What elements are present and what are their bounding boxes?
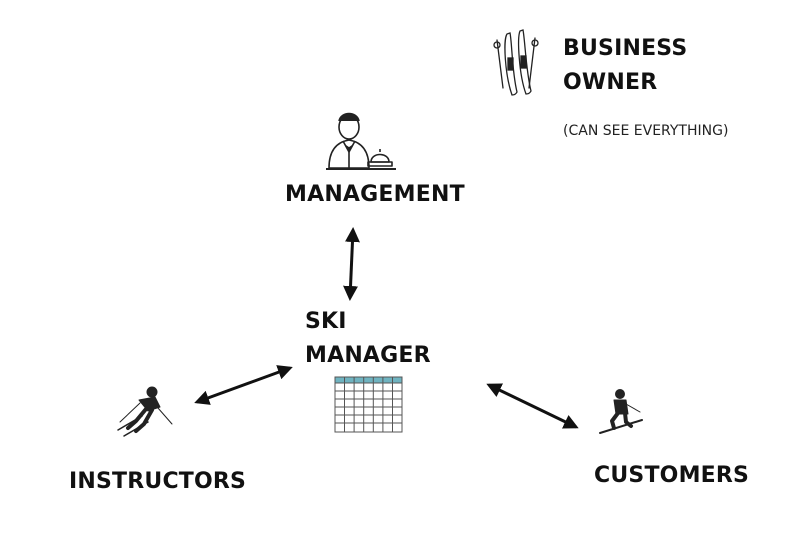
business-owner-label: BUSINESS OWNER xyxy=(563,32,687,100)
ski-manager-line-2: MANAGER xyxy=(305,343,431,368)
skis-icon xyxy=(493,29,539,96)
business-owner-line-1: BUSINESS xyxy=(563,36,688,61)
business-owner-line-2: OWNER xyxy=(563,70,658,95)
calendar-grid-icon xyxy=(334,376,403,433)
downhill-skier-icon xyxy=(117,386,173,437)
business-owner-note: (CAN SEE EVERYTHING) xyxy=(563,123,729,139)
skier-icon xyxy=(599,389,643,434)
concierge-person-icon xyxy=(326,112,396,170)
management-ski-manager-arrow xyxy=(343,227,360,301)
customers-label: CUSTOMERS xyxy=(594,463,750,488)
ski-manager-label: SKI MANAGER xyxy=(305,305,431,373)
management-label: MANAGEMENT xyxy=(285,182,465,207)
ski-manager-line-1: SKI xyxy=(305,309,347,334)
instructors-ski-manager-arrow xyxy=(194,365,293,405)
instructors-label: INSTRUCTORS xyxy=(69,469,247,494)
ski-manager-customers-arrow xyxy=(486,383,579,429)
